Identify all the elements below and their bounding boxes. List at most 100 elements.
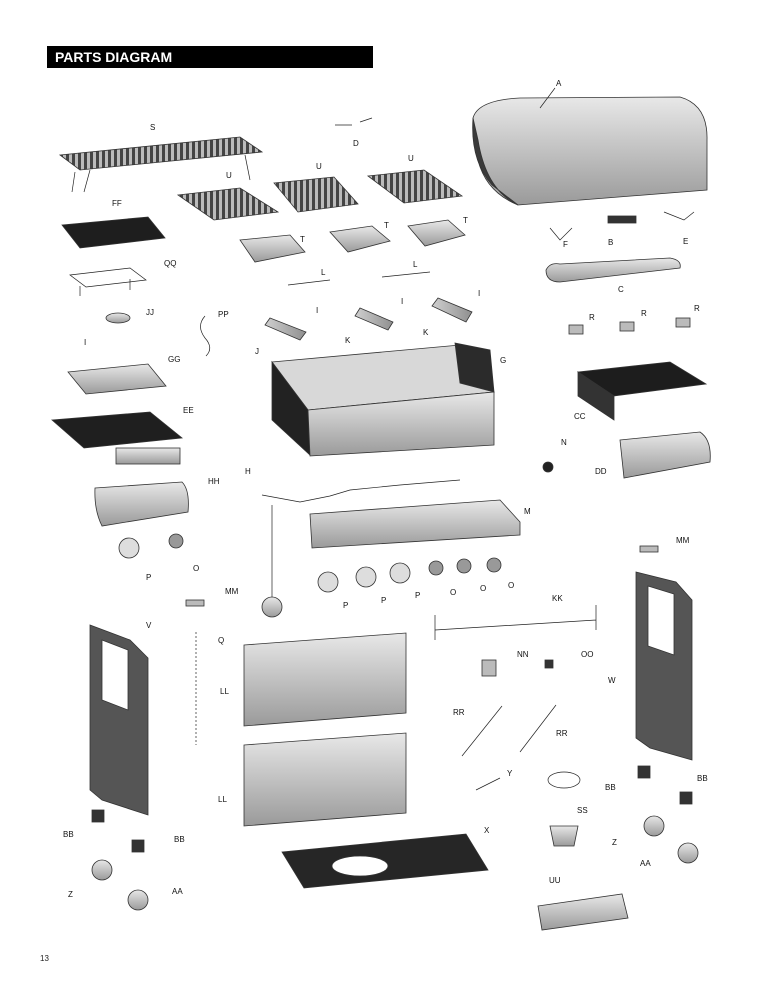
label-nn: NN	[517, 650, 529, 659]
label-x: X	[484, 826, 490, 835]
label-ll-1: LL	[220, 687, 229, 696]
flavorizer-bars-part-t	[239, 219, 466, 263]
label-c: C	[618, 285, 624, 294]
label-i-1: I	[478, 289, 480, 298]
cooking-grates-part-u	[176, 169, 464, 221]
label-t-3: T	[463, 216, 468, 225]
label-p-3: P	[381, 596, 386, 605]
label-u-3: U	[408, 154, 414, 163]
label-h: H	[245, 467, 251, 476]
cross-brace-part-kk	[434, 605, 597, 640]
label-e: E	[683, 237, 688, 246]
label-p-4: P	[415, 591, 420, 600]
label-hh: HH	[208, 477, 220, 486]
label-oo: OO	[581, 650, 593, 659]
label-qq: QQ	[164, 259, 176, 268]
grease-tray-part-uu	[537, 893, 629, 931]
side-burner-panel-part-ee	[115, 447, 181, 465]
label-w: W	[608, 676, 616, 685]
label-y: Y	[507, 769, 513, 778]
section-title: PARTS DIAGRAM	[47, 46, 373, 68]
grease-cup-part-ss	[549, 825, 579, 847]
side-burner-frame-part-ee	[51, 411, 184, 449]
label-v: V	[146, 621, 152, 630]
label-d: D	[353, 139, 359, 148]
label-r-2: R	[641, 309, 647, 318]
label-ee: EE	[183, 406, 194, 415]
part-labels: A S D U U U FF B F E T T T QQ L L C I I …	[63, 79, 708, 899]
label-k-1: K	[423, 328, 429, 337]
label-k-2: K	[345, 336, 351, 345]
side-burner-grate-part-qq	[69, 267, 147, 296]
label-z-1: Z	[612, 838, 617, 847]
tank-hole	[331, 855, 389, 877]
label-o-4: O	[508, 581, 514, 590]
label-q: Q	[218, 636, 224, 645]
tank-scale-part	[547, 771, 581, 789]
hardware-part-d	[335, 117, 373, 126]
page-number: 13	[40, 954, 49, 963]
label-rr-1: RR	[453, 708, 465, 717]
label-aa-1: AA	[640, 859, 651, 868]
cart-leg-part-w	[635, 571, 693, 761]
casters-part-bb-z-aa	[91, 765, 699, 911]
bracket-part-mm	[185, 599, 205, 607]
label-bb-4: BB	[174, 835, 185, 844]
lid-handle-part-c	[545, 257, 681, 283]
label-b: B	[608, 238, 613, 247]
side-burner-grate-part-ff	[61, 216, 166, 249]
label-bb-2: BB	[605, 783, 616, 792]
label-kk: KK	[552, 594, 563, 603]
label-aa-2: AA	[172, 887, 183, 896]
label-a: A	[556, 79, 562, 88]
ignitor-part-nn	[481, 659, 497, 677]
bracket-part-mm-right	[639, 545, 659, 553]
label-m: M	[524, 507, 531, 516]
label-i-2: I	[401, 297, 403, 306]
label-o-1: O	[193, 564, 199, 573]
label-ff: FF	[112, 199, 122, 208]
side-shelf-part-cc	[576, 361, 708, 421]
knobs-part-o-p	[118, 533, 502, 593]
label-ll-2: LL	[218, 795, 227, 804]
label-l-2: L	[413, 260, 418, 269]
warming-rack-part-s	[58, 136, 264, 193]
lid-part-a	[472, 96, 708, 206]
label-s: S	[150, 123, 155, 132]
label-gg: GG	[168, 355, 180, 364]
label-l-1: L	[321, 268, 326, 277]
label-t-1: T	[300, 235, 305, 244]
ignitor-button-part-oo	[544, 659, 554, 669]
label-r-1: R	[589, 313, 595, 322]
label-o-3: O	[480, 584, 486, 593]
supports-part-rr	[461, 704, 557, 757]
label-u-2: U	[316, 162, 322, 171]
label-p-2: P	[343, 601, 348, 610]
side-burner-panel-part-hh	[94, 481, 189, 527]
side-panel-part-dd	[619, 431, 711, 479]
label-ss: SS	[577, 806, 588, 815]
bolt-part-y	[475, 777, 501, 791]
cart-leg-part-v	[89, 624, 149, 816]
knob-part-n	[542, 461, 554, 473]
side-burner-bowl-part-gg	[67, 363, 167, 395]
hardware-parts-r	[568, 317, 691, 335]
heat-tent-clips-part-l	[287, 271, 431, 286]
label-g: G	[500, 356, 506, 365]
doors-part-ll	[243, 632, 407, 827]
firebox-part-g	[271, 342, 495, 457]
burner-tubes-part-i	[264, 297, 473, 341]
label-pp: PP	[218, 310, 229, 319]
label-i-4: I	[84, 338, 86, 347]
burner-part-jj	[105, 312, 131, 324]
hardware-parts-e-f	[549, 211, 695, 241]
label-mm-2: MM	[225, 587, 239, 596]
label-cc: CC	[574, 412, 586, 421]
label-jj: JJ	[146, 308, 154, 317]
manifold-part-h	[261, 479, 461, 503]
label-j: J	[255, 347, 259, 356]
label-i-3: I	[316, 306, 318, 315]
regulator-part-h	[261, 596, 283, 618]
label-z-2: Z	[68, 890, 73, 899]
